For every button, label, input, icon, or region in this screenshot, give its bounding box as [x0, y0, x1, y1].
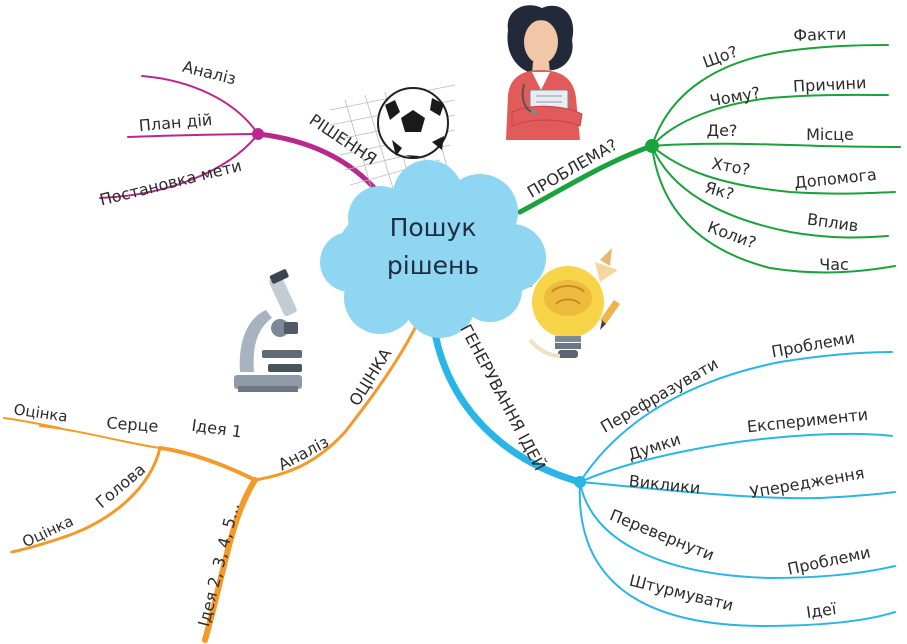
ideas-experiments: Експерименти	[746, 405, 869, 437]
problem-line-1	[651, 44, 889, 147]
ideas-line-4	[579, 481, 896, 580]
solution-item-plan: План дій	[138, 110, 213, 135]
ideas-rephrase: Перефразувати	[597, 354, 721, 437]
ideas-flip: Перевернути	[607, 505, 717, 564]
problem-a-time: Час	[819, 255, 849, 274]
problem-branch	[517, 44, 901, 274]
evaluation-heart: Серце	[106, 413, 159, 436]
evaluation-analysis-line	[158, 446, 257, 482]
problem-node	[645, 139, 659, 153]
center-cloud	[320, 160, 546, 338]
evaluation-more: Ідея 2, 3, 4, 5...	[194, 501, 243, 629]
ideas-line-3	[579, 481, 896, 500]
solution-line-goal	[99, 133, 259, 199]
problem-line-3	[651, 142, 901, 148]
evaluation-more-line	[202, 477, 258, 643]
ideas-problems-1: Проблеми	[770, 328, 856, 361]
evaluation-eval1-line	[3, 417, 61, 429]
problem-q-why: Чому?	[708, 83, 761, 111]
solution-line-analysis	[141, 75, 259, 135]
problem-line-5	[651, 145, 889, 239]
problem-a-reasons: Причини	[793, 73, 867, 96]
evaluation-idea1: Ідея 1	[190, 416, 243, 442]
solution-branch	[99, 75, 381, 199]
problem-q-how: Як?	[703, 178, 736, 204]
ideas-ideas: Ідеї	[805, 599, 838, 622]
problem-q-who: Хто?	[710, 154, 751, 179]
ideas-line-5	[578, 481, 896, 628]
doctor-icon	[506, 5, 583, 140]
problem-line-4	[651, 145, 896, 195]
ideas-challenges: Виклики	[628, 471, 701, 497]
center-title-line1: Пошук	[390, 213, 477, 242]
problem-q-where: Де?	[707, 121, 738, 140]
evaluation-eval1: Оцінка	[13, 400, 69, 425]
problem-a-place: Місце	[806, 125, 854, 144]
ideas-trunk	[428, 308, 584, 486]
solution-item-analysis: Аналіз	[181, 57, 238, 89]
problem-line-6	[651, 145, 896, 274]
lightbulb-icon	[520, 248, 620, 358]
center-title-line2: рішень	[387, 251, 479, 280]
microscope-icon	[234, 269, 302, 392]
soccer-ball-icon	[329, 84, 456, 201]
problem-a-help: Допомога	[793, 165, 877, 193]
problem-title: ПРОБЛЕМА?	[524, 135, 621, 202]
evaluation-head-line	[10, 446, 162, 554]
evaluation-trunk	[253, 316, 422, 482]
evaluation-branch	[3, 316, 422, 643]
problem-q-what: Що?	[700, 42, 740, 72]
ideas-line-1	[579, 351, 893, 483]
solution-node	[252, 128, 264, 140]
problem-line-2	[651, 93, 889, 147]
ideas-node	[574, 476, 586, 488]
problem-a-facts: Факти	[793, 24, 847, 45]
solution-line-plan	[127, 133, 259, 138]
evaluation-eval2: Оцінка	[19, 512, 76, 551]
problem-a-impact: Вплив	[806, 210, 860, 236]
solution-trunk	[255, 131, 381, 195]
ideas-branch	[428, 308, 896, 628]
problem-trunk	[517, 143, 655, 215]
ideas-line-2	[579, 432, 893, 483]
ideas-storm: Штурмувати	[627, 571, 735, 615]
solution-item-goal: Постановка мети	[98, 156, 244, 210]
evaluation-analysis: Аналіз	[275, 432, 332, 474]
